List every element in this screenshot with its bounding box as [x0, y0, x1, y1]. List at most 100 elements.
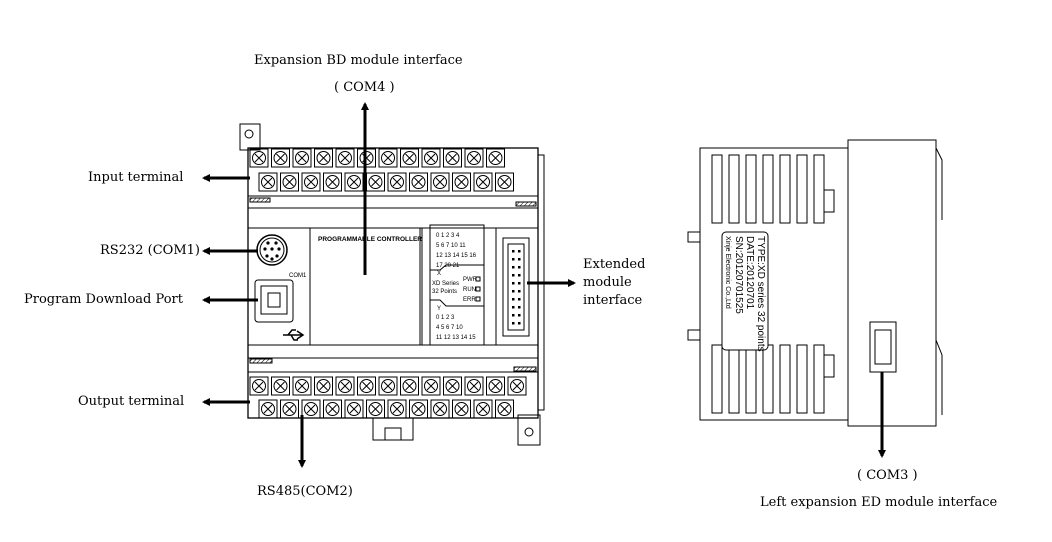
vent-slat [711, 344, 723, 414]
terminal-screw [314, 376, 333, 396]
terminal-screw [344, 172, 364, 192]
rs232-label: RS232 (COM1) [100, 243, 200, 258]
err-led [475, 296, 481, 302]
extended-module-interface[interactable] [495, 227, 539, 346]
terminal-screw [323, 399, 342, 419]
terminal-screw [323, 172, 342, 192]
x-led-row: 5 6 7 10 11 [436, 243, 466, 249]
vent-slat [745, 344, 757, 414]
nameplate [721, 231, 769, 351]
output-terminal-label: Output terminal [78, 394, 185, 409]
interface-pin [512, 298, 515, 301]
interface-pin [512, 250, 515, 253]
com4-label: ( COM4 ) [334, 80, 395, 95]
interface-pin [518, 290, 521, 293]
terminal-screw [357, 376, 376, 396]
terminal-screw [378, 148, 398, 168]
y-led-row: 0 1 2 3 [436, 315, 455, 321]
terminal-screw [387, 172, 407, 192]
vent-slat [745, 154, 757, 224]
points-label: 32 Points [432, 289, 457, 295]
usb-icon [283, 329, 305, 341]
side-body-right [847, 139, 937, 427]
terminal-screw [430, 172, 450, 192]
vent-slat [779, 344, 791, 414]
terminal-screw [335, 148, 355, 168]
terminal-screw [409, 172, 428, 192]
mount-hole [524, 427, 534, 437]
terminal-screw [301, 399, 321, 419]
extended-label-2: module [583, 275, 632, 290]
y-label: Y [437, 306, 441, 312]
nameplate-type: TYPE:XD series 32 points [755, 236, 766, 352]
interface-pin [512, 266, 515, 269]
terminal-screw [292, 148, 312, 168]
vent-slat [762, 154, 774, 224]
terminal-screw [387, 399, 407, 419]
program-port-label: Program Download Port [24, 292, 183, 307]
x-led-row: 12 13 14 15 16 [436, 253, 477, 259]
vent-slat [813, 154, 825, 224]
terminal-screw [280, 172, 299, 192]
interface-pin [518, 322, 521, 325]
vent-slat [762, 344, 774, 414]
terminal-screw [335, 376, 355, 396]
terminal-screw [443, 148, 462, 168]
bd-interface-label: Expansion BD module interface [254, 53, 463, 68]
terminal-screw [378, 376, 398, 396]
plc-side-view [687, 139, 943, 427]
terminal-screw [271, 376, 290, 396]
interface-pin [518, 306, 521, 309]
mount-tab-top [239, 123, 261, 151]
terminal-screw [421, 148, 441, 168]
interface-pin [512, 258, 515, 261]
rs232-pins [263, 241, 281, 261]
left-ed-label: Left expansion ED module interface [760, 495, 998, 510]
terminal-screw [400, 148, 419, 168]
vent-slats [711, 154, 825, 414]
terminal-screw [409, 399, 428, 419]
terminal-screw [495, 399, 514, 419]
terminal-screw [473, 172, 493, 192]
terminal-screw [400, 376, 419, 396]
extended-label-1: Extended [583, 257, 646, 272]
terminal-screw [443, 376, 462, 396]
terminal-screw [258, 399, 278, 419]
terminal-screw [249, 376, 269, 396]
vent-slat [728, 154, 740, 224]
input-label-strip [247, 195, 539, 209]
x-led-row: 0 1 2 3 4 [436, 233, 460, 239]
pwr-led-label: PWR [463, 277, 478, 283]
err-led-label: ERR [463, 297, 476, 303]
terminal-screw [292, 376, 312, 396]
vent-slat [728, 344, 740, 414]
mount-hole [244, 129, 254, 139]
terminal-screw [507, 376, 527, 396]
nameplate-sn: SN:20120701525 [733, 236, 744, 314]
terminal-screw [314, 148, 333, 168]
output-terminal-block [249, 376, 527, 419]
x-label: X [437, 271, 441, 277]
interface-pin [518, 250, 521, 253]
terminal-screw [452, 172, 471, 192]
nameplate-maker: Xinje Electronic Co.,Ltd [724, 236, 731, 309]
interface-pin [518, 282, 521, 285]
interface-pin [512, 314, 515, 317]
run-led-label: RUN [463, 287, 476, 293]
terminal-screw [280, 399, 299, 419]
rs485-label: RS485(COM2) [257, 484, 353, 499]
terminal-screw [430, 399, 450, 419]
callout-arrows [202, 102, 886, 468]
terminal-screw [366, 172, 385, 192]
terminal-screw [249, 148, 269, 168]
com1-label: COM1 [289, 273, 307, 279]
terminal-screw [464, 148, 484, 168]
terminal-screw [301, 172, 321, 192]
interface-pin [512, 306, 515, 309]
y-led-row: 11 12 13 14 15 [436, 335, 476, 341]
extended-label-3: interface [583, 293, 643, 308]
terminal-screw [452, 399, 471, 419]
interface-pin [518, 274, 521, 277]
interface-pin [518, 314, 521, 317]
